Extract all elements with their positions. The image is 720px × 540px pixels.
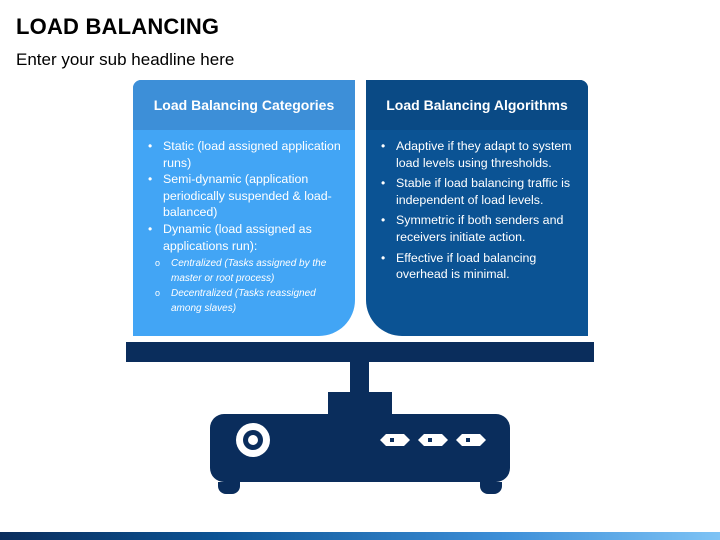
port-slot-icon: [380, 434, 486, 446]
list-item: Dynamic (load assigned as applications r…: [148, 221, 345, 316]
sublist-item: Centralized (Tasks assigned by the maste…: [155, 256, 345, 286]
monitor-mount-plate: [328, 392, 392, 416]
categories-list: Static (load assigned application runs) …: [133, 130, 355, 316]
list-item: Adaptive if they adapt to system load le…: [381, 138, 578, 171]
list-item-label: Dynamic (load assigned as applications r…: [163, 221, 312, 253]
algorithms-list: Adaptive if they adapt to system load le…: [366, 130, 588, 283]
list-item: Stable if load balancing traffic is inde…: [381, 175, 578, 208]
list-item: Semi-dynamic (application periodically s…: [148, 171, 345, 221]
algorithms-heading: Load Balancing Algorithms: [366, 80, 588, 130]
power-button-icon: [236, 423, 270, 457]
page-title: LOAD BALANCING: [16, 14, 220, 39]
monitor-base-shelf: [126, 342, 594, 362]
device-foot-left: [218, 482, 240, 494]
list-item: Static (load assigned application runs): [148, 138, 345, 171]
sublist-item: Decentralized (Tasks reassigned among sl…: [155, 286, 345, 316]
device-panel-icon: [236, 423, 486, 457]
footer-accent-bar: [0, 532, 720, 540]
load-balancer-device: [210, 414, 510, 482]
monitor-neck: [350, 362, 369, 392]
categories-heading: Load Balancing Categories: [133, 80, 355, 130]
list-item: Effective if load balancing overhead is …: [381, 250, 578, 283]
algorithms-card: Load Balancing Algorithms Adaptive if th…: [366, 80, 588, 336]
dynamic-sublist: Centralized (Tasks assigned by the maste…: [155, 256, 345, 316]
page-subtitle: Enter your sub headline here: [16, 50, 235, 69]
device-foot-right: [480, 482, 502, 494]
list-item: Symmetric if both senders and receivers …: [381, 212, 578, 245]
categories-card: Load Balancing Categories Static (load a…: [133, 80, 355, 336]
